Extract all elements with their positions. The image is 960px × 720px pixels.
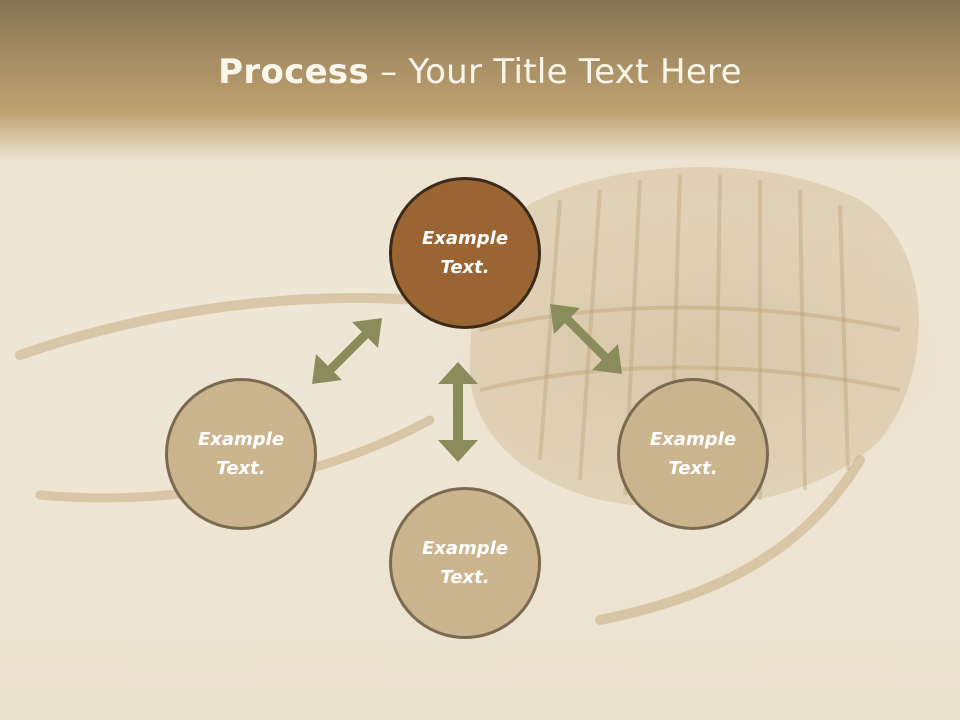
arrow-vertical — [438, 362, 478, 462]
arrow-top-left — [312, 318, 382, 384]
arrow-top-right — [550, 304, 622, 374]
node-right-label: Example Text. — [649, 429, 737, 479]
title-bold: Process — [218, 52, 370, 92]
node-left[interactable]: Example Text. — [165, 378, 317, 530]
node-bottom-label: Example Text. — [421, 538, 509, 588]
node-top-label: Example Text. — [421, 228, 509, 278]
title-rest: – Your Title Text Here — [369, 52, 742, 92]
node-top[interactable]: Example Text. — [389, 177, 541, 329]
slide-title[interactable]: Process – Your Title Text Here — [0, 52, 960, 92]
node-bottom[interactable]: Example Text. — [389, 487, 541, 639]
node-left-label: Example Text. — [197, 429, 285, 479]
header-band — [0, 0, 960, 160]
node-right[interactable]: Example Text. — [617, 378, 769, 530]
